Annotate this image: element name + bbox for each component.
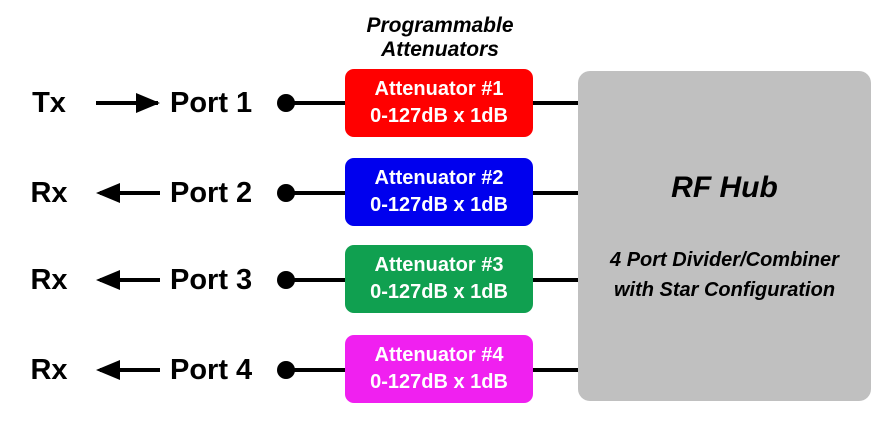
attenuator-2: Attenuator #2 0-127dB x 1dB xyxy=(345,158,533,226)
attenuator-1-name: Attenuator #1 xyxy=(374,78,504,100)
attenuator-3-name: Attenuator #3 xyxy=(374,254,504,276)
attenuator-2-name: Attenuator #2 xyxy=(374,167,504,189)
port-connector-3 xyxy=(277,271,295,289)
rf-hub-description-line-1: 4 Port Divider/Combiner xyxy=(610,249,839,271)
attenuator-4-range: 0-127dB x 1dB xyxy=(370,371,508,393)
rf-hub-block: RF Hub 4 Port Divider/Combiner with Star… xyxy=(578,71,871,401)
arrowhead-4 xyxy=(96,360,120,380)
port-label-3: Port 3 xyxy=(170,264,253,296)
signal-label-1: Tx xyxy=(32,87,66,119)
rf-hub-title: RF Hub xyxy=(671,171,778,204)
signal-label-3: Rx xyxy=(30,264,68,296)
attenuator-2-range: 0-127dB x 1dB xyxy=(370,194,508,216)
attenuator-1-range: 0-127dB x 1dB xyxy=(370,105,508,127)
attenuator-4-name: Attenuator #4 xyxy=(374,344,504,366)
arrowhead-2 xyxy=(96,183,120,203)
rf-hub-description-line-2: with Star Configuration xyxy=(613,279,836,301)
arrowhead-1 xyxy=(136,93,160,113)
signal-label-4: Rx xyxy=(30,354,68,386)
attenuator-3-range: 0-127dB x 1dB xyxy=(370,281,508,303)
signal-label-2: Rx xyxy=(30,177,68,209)
section-title: Programmable Attenuators xyxy=(335,14,545,62)
arrowhead-3 xyxy=(96,270,120,290)
port-label-2: Port 2 xyxy=(170,177,253,209)
attenuator-3: Attenuator #3 0-127dB x 1dB xyxy=(345,245,533,313)
attenuator-1: Attenuator #1 0-127dB x 1dB xyxy=(345,69,533,137)
section-title-line-2: Attenuators xyxy=(381,38,499,61)
attenuator-4: Attenuator #4 0-127dB x 1dB xyxy=(345,335,533,403)
port-connector-1 xyxy=(277,94,295,112)
port-connector-2 xyxy=(277,184,295,202)
port-connector-4 xyxy=(277,361,295,379)
section-title-line-1: Programmable xyxy=(366,14,514,37)
port-label-4: Port 4 xyxy=(170,354,253,386)
port-label-1: Port 1 xyxy=(170,87,253,119)
rf-hub-description: 4 Port Divider/Combiner with Star Config… xyxy=(578,245,871,305)
